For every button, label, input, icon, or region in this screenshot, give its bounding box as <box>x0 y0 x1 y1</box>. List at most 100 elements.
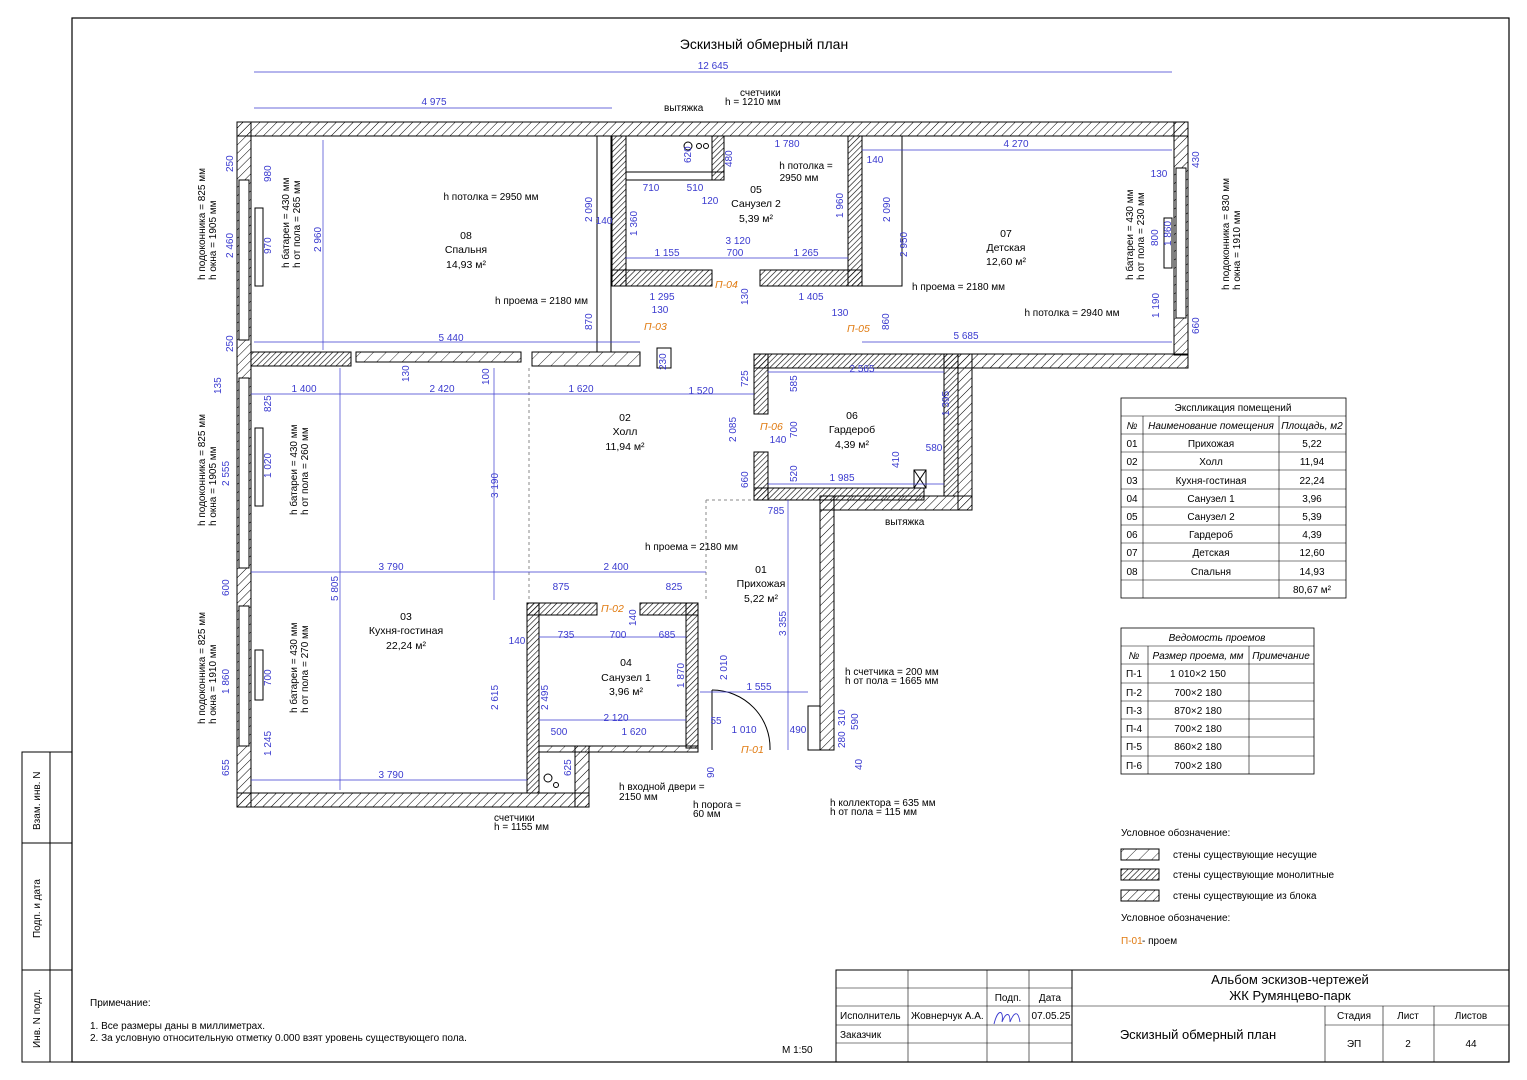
table-cell: П-2 <box>1126 688 1143 699</box>
room-01-num: 01 <box>755 564 767 576</box>
dim: 685 <box>659 630 676 641</box>
vnote-6: h окна = 1905 мм <box>208 446 219 526</box>
table-cell: П-3 <box>1126 706 1143 717</box>
dim: 230 <box>658 353 669 370</box>
explication-title: Экспликация помещений <box>1175 403 1292 414</box>
dim: 2 615 <box>490 685 501 710</box>
room-05-name: Санузел 2 <box>731 198 781 210</box>
sheet-label: Лист <box>1397 1011 1419 1022</box>
dim: 1 155 <box>654 248 679 259</box>
project-line-1: Альбом эскизов-чертежей <box>1211 972 1369 987</box>
sheet-value: 2 <box>1405 1039 1411 1050</box>
dim: 12 645 <box>698 61 729 72</box>
room-02-area: 11,94 м² <box>605 441 645 453</box>
col-date: Дата <box>1039 993 1062 1004</box>
vnote-2: h окна = 1905 мм <box>208 200 219 280</box>
dim: 2 555 <box>221 461 232 486</box>
dim: 660 <box>1191 317 1202 334</box>
note-meter-floor: h от пола = 1665 мм <box>845 676 938 687</box>
dim: 250 <box>225 155 236 172</box>
dim: 660 <box>740 471 751 488</box>
dim: 700 <box>789 421 800 438</box>
dim: 140 <box>867 155 884 166</box>
sheets-label: Листов <box>1455 1011 1488 1022</box>
note-meter-h: h счетчика = 200 мм <box>845 667 939 678</box>
opening-p01: П-01 <box>741 744 764 756</box>
side-stamp-3: Инв. N подл. <box>32 989 43 1048</box>
legend-item: стены существующие несущие <box>1173 850 1317 861</box>
notes-line: 1. Все размеры даны в миллиметрах. <box>90 1021 265 1032</box>
opening-labels: П-01 П-02 П-03 П-04 П-05 П-06 <box>601 279 870 756</box>
opening-p06: П-06 <box>760 421 783 433</box>
note-collector: h коллектора = 635 мм <box>830 798 936 809</box>
explication-total: 80,67 м² <box>1293 585 1332 596</box>
annotations: h проема = 2180 мм h проема = 2180 мм h … <box>494 88 1005 833</box>
dim: 970 <box>263 237 274 254</box>
dim: 700 <box>727 248 744 259</box>
page-title: Эскизный обмерный план <box>680 36 848 52</box>
dim: 2 120 <box>603 713 628 724</box>
room-02-name: Холл <box>613 426 638 438</box>
dim: 1 870 <box>676 663 687 688</box>
room-04-name: Санузел 1 <box>601 672 651 684</box>
sheets-value: 44 <box>1465 1039 1477 1050</box>
explication-table: Экспликация помещений № Наименование пом… <box>1120 397 1347 599</box>
dim: 875 <box>553 582 570 593</box>
dim: 1 190 <box>1151 293 1162 318</box>
room-06-num: 06 <box>846 410 858 422</box>
vnote-12: h от пола = 270 мм <box>300 625 311 713</box>
dim: 3 190 <box>490 473 501 498</box>
notes: Примечание: 1. Все размеры даны в миллим… <box>90 998 813 1056</box>
dim: 2 565 <box>849 364 874 375</box>
table-cell: 08 <box>1126 567 1138 578</box>
table-cell: 3,96 <box>1302 494 1322 505</box>
note-meters-1: счетчики <box>740 88 781 99</box>
dim: 1 400 <box>291 384 316 395</box>
dim: 120 <box>702 196 719 207</box>
dim: 870 <box>584 313 595 330</box>
table-cell: Детская <box>1192 548 1229 559</box>
project-line-2: ЖК Румянцево-парк <box>1229 988 1351 1003</box>
explication-header: Площадь, м2 <box>1281 421 1343 432</box>
legend-swatch-block <box>1120 889 1160 902</box>
dim: 5 440 <box>438 333 463 344</box>
dim: 2 960 <box>313 227 324 252</box>
table-cell: Спальня <box>1191 567 1231 578</box>
dim: 2 950 <box>899 232 910 257</box>
dim: 860 <box>881 313 892 330</box>
vertical-notes: h подоконника = 825 мм h окна = 1905 мм … <box>197 168 1243 724</box>
dimension-values: 12 645 4 975 1 780 4 270 620 480 710 510… <box>213 61 1202 781</box>
openings-header: Размер проема, мм <box>1152 651 1243 662</box>
table-cell: 01 <box>1126 439 1138 450</box>
table-cell: Санузел 1 <box>1187 494 1235 505</box>
table-cell: Кухня-гостиная <box>1176 476 1247 487</box>
note-threshold2: 60 мм <box>693 809 721 820</box>
dim: 55 <box>710 716 722 727</box>
legend-opening-code: П-01 <box>1121 936 1143 947</box>
vnote-15: h подоконника = 830 мм <box>1221 178 1232 290</box>
room-07-area: 12,60 м² <box>986 256 1026 268</box>
room-08-area: 14,93 м² <box>446 259 486 271</box>
opening-p04: П-04 <box>715 279 738 291</box>
executor-name: Жовнерчук А.А. <box>911 1011 984 1022</box>
dim: 1 960 <box>835 193 846 218</box>
dim: 2 460 <box>225 233 236 258</box>
openings-header: № <box>1129 651 1140 662</box>
table-cell: 860×2 180 <box>1174 742 1222 753</box>
table-cell: 1 010×2 150 <box>1170 669 1226 680</box>
room-04-area: 3,96 м² <box>609 686 644 698</box>
sheet-title: Эскизный обмерный план <box>1120 1027 1276 1042</box>
table-cell: 4,39 <box>1302 530 1322 541</box>
table-cell: 700×2 180 <box>1174 761 1222 772</box>
vnote-14: h от пола = 230 мм <box>1136 192 1147 280</box>
dim: 480 <box>724 150 735 167</box>
dim: 980 <box>263 165 274 182</box>
dim: 430 <box>1191 151 1202 168</box>
dim: 2 090 <box>584 197 595 222</box>
dim: 1 395 <box>941 391 952 416</box>
dim: 520 <box>789 465 800 482</box>
note-hood-1: вытяжка <box>664 103 704 114</box>
scale-label: М 1:50 <box>782 1045 813 1056</box>
ceiling-label-08: h потолка = 2950 мм <box>443 192 538 203</box>
room-01-name: Прихожая <box>737 578 786 590</box>
